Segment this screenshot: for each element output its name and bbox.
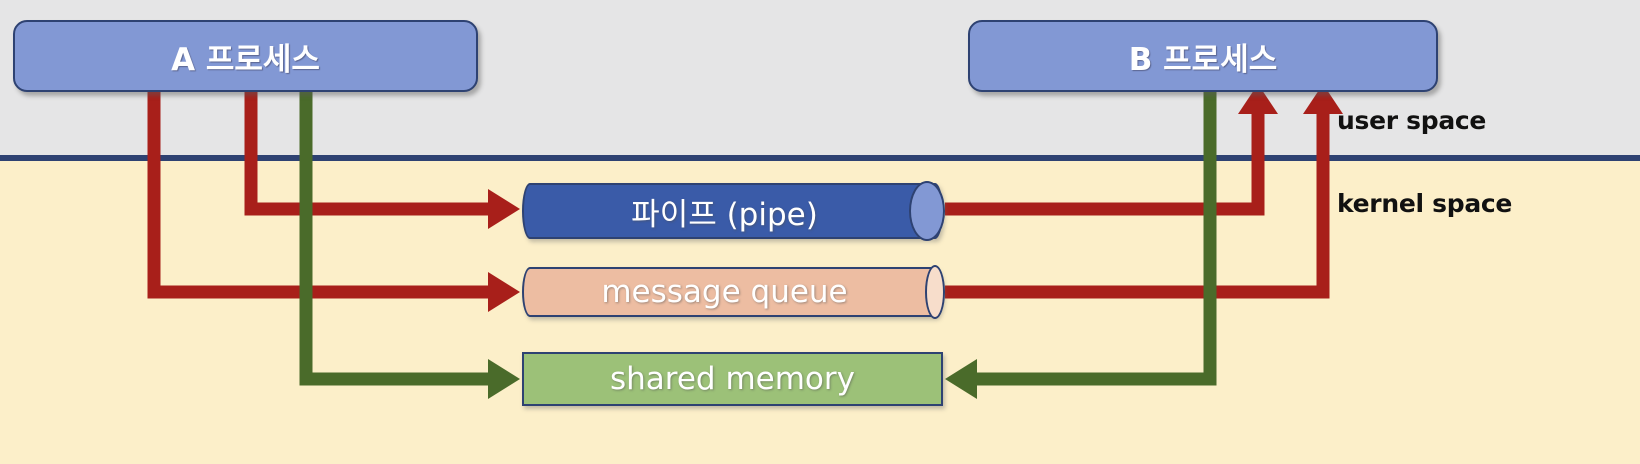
pipe-object[interactable]: 파이프 (pipe) (522, 181, 945, 241)
user-space-label: user space (1337, 106, 1487, 135)
user-kernel-divider-line (0, 155, 1640, 161)
shared-memory-label: shared memory (610, 361, 855, 397)
shared-memory-object[interactable]: shared memory (522, 352, 943, 406)
message-queue-cylinder-cap (925, 265, 945, 319)
process-a-label: A 프로세스 (171, 41, 320, 78)
message-queue-object[interactable]: message queue (522, 265, 945, 319)
message-queue-label: message queue (601, 274, 848, 310)
pipe-cylinder-cap (909, 181, 945, 241)
message-queue-cylinder-body (522, 267, 943, 317)
process-a-box[interactable]: A 프로세스 (13, 20, 478, 92)
process-b-box[interactable]: B 프로세스 (968, 20, 1438, 92)
pipe-cylinder-body (522, 183, 943, 239)
process-b-label: B 프로세스 (1128, 41, 1278, 78)
pipe-label: 파이프 (pipe) (631, 196, 818, 233)
kernel-space-label: kernel space (1337, 189, 1513, 218)
